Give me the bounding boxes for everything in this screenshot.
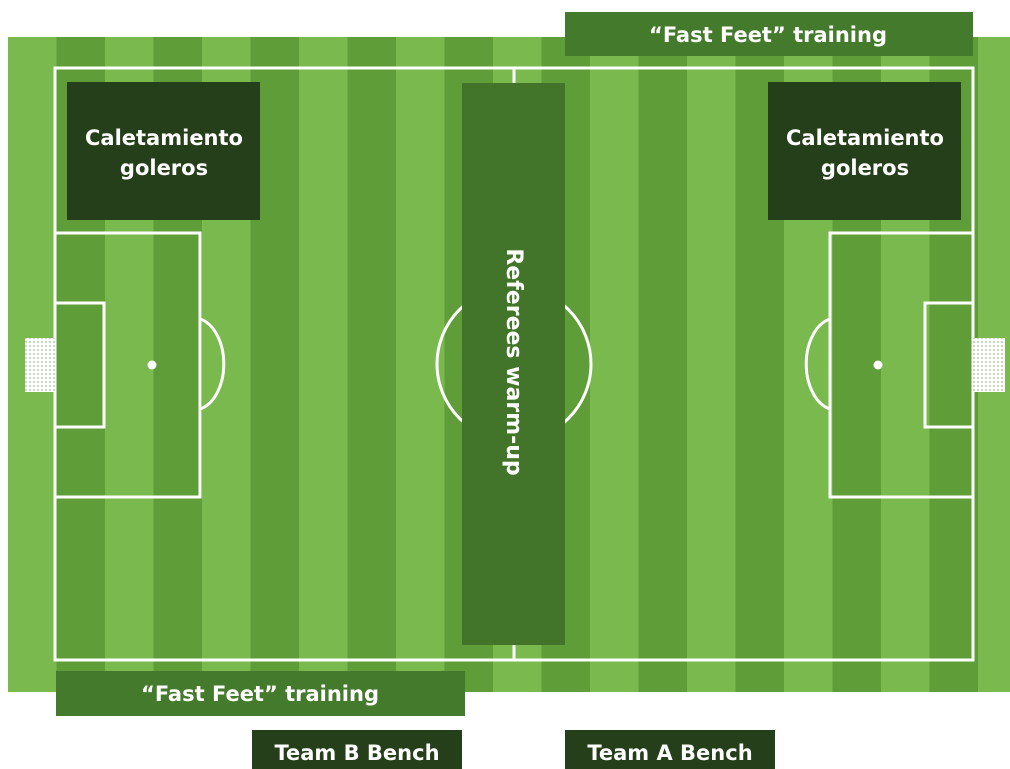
goalkeepers-zone-left bbox=[67, 82, 260, 220]
left-penalty-spot bbox=[148, 361, 157, 370]
goalkeepers-zone-right bbox=[768, 82, 961, 220]
goalkeepers-left-label-line2: goleros bbox=[120, 156, 208, 180]
team-b-bench-label: Team B Bench bbox=[274, 741, 439, 765]
right-penalty-spot bbox=[874, 361, 883, 370]
grass-stripe bbox=[590, 37, 639, 692]
grass-stripe bbox=[687, 37, 736, 692]
grass-stripe bbox=[299, 37, 348, 692]
fast-feet-bottom-label: “Fast Feet” training bbox=[141, 682, 379, 706]
referees-warmup-label: Referees warm-up bbox=[501, 248, 526, 475]
grass-stripe bbox=[639, 37, 688, 692]
goalkeepers-right-label-line1: Caletamiento bbox=[786, 126, 944, 150]
grass-stripe bbox=[348, 37, 397, 692]
goal-net-icon bbox=[973, 338, 1005, 392]
team-a-bench-label: Team A Bench bbox=[587, 741, 752, 765]
goalkeepers-right-label-line2: goleros bbox=[821, 156, 909, 180]
fast-feet-top-label: “Fast Feet” training bbox=[649, 23, 887, 47]
goalkeepers-left-label-line1: Caletamiento bbox=[85, 126, 243, 150]
goal-net-icon bbox=[25, 338, 55, 392]
